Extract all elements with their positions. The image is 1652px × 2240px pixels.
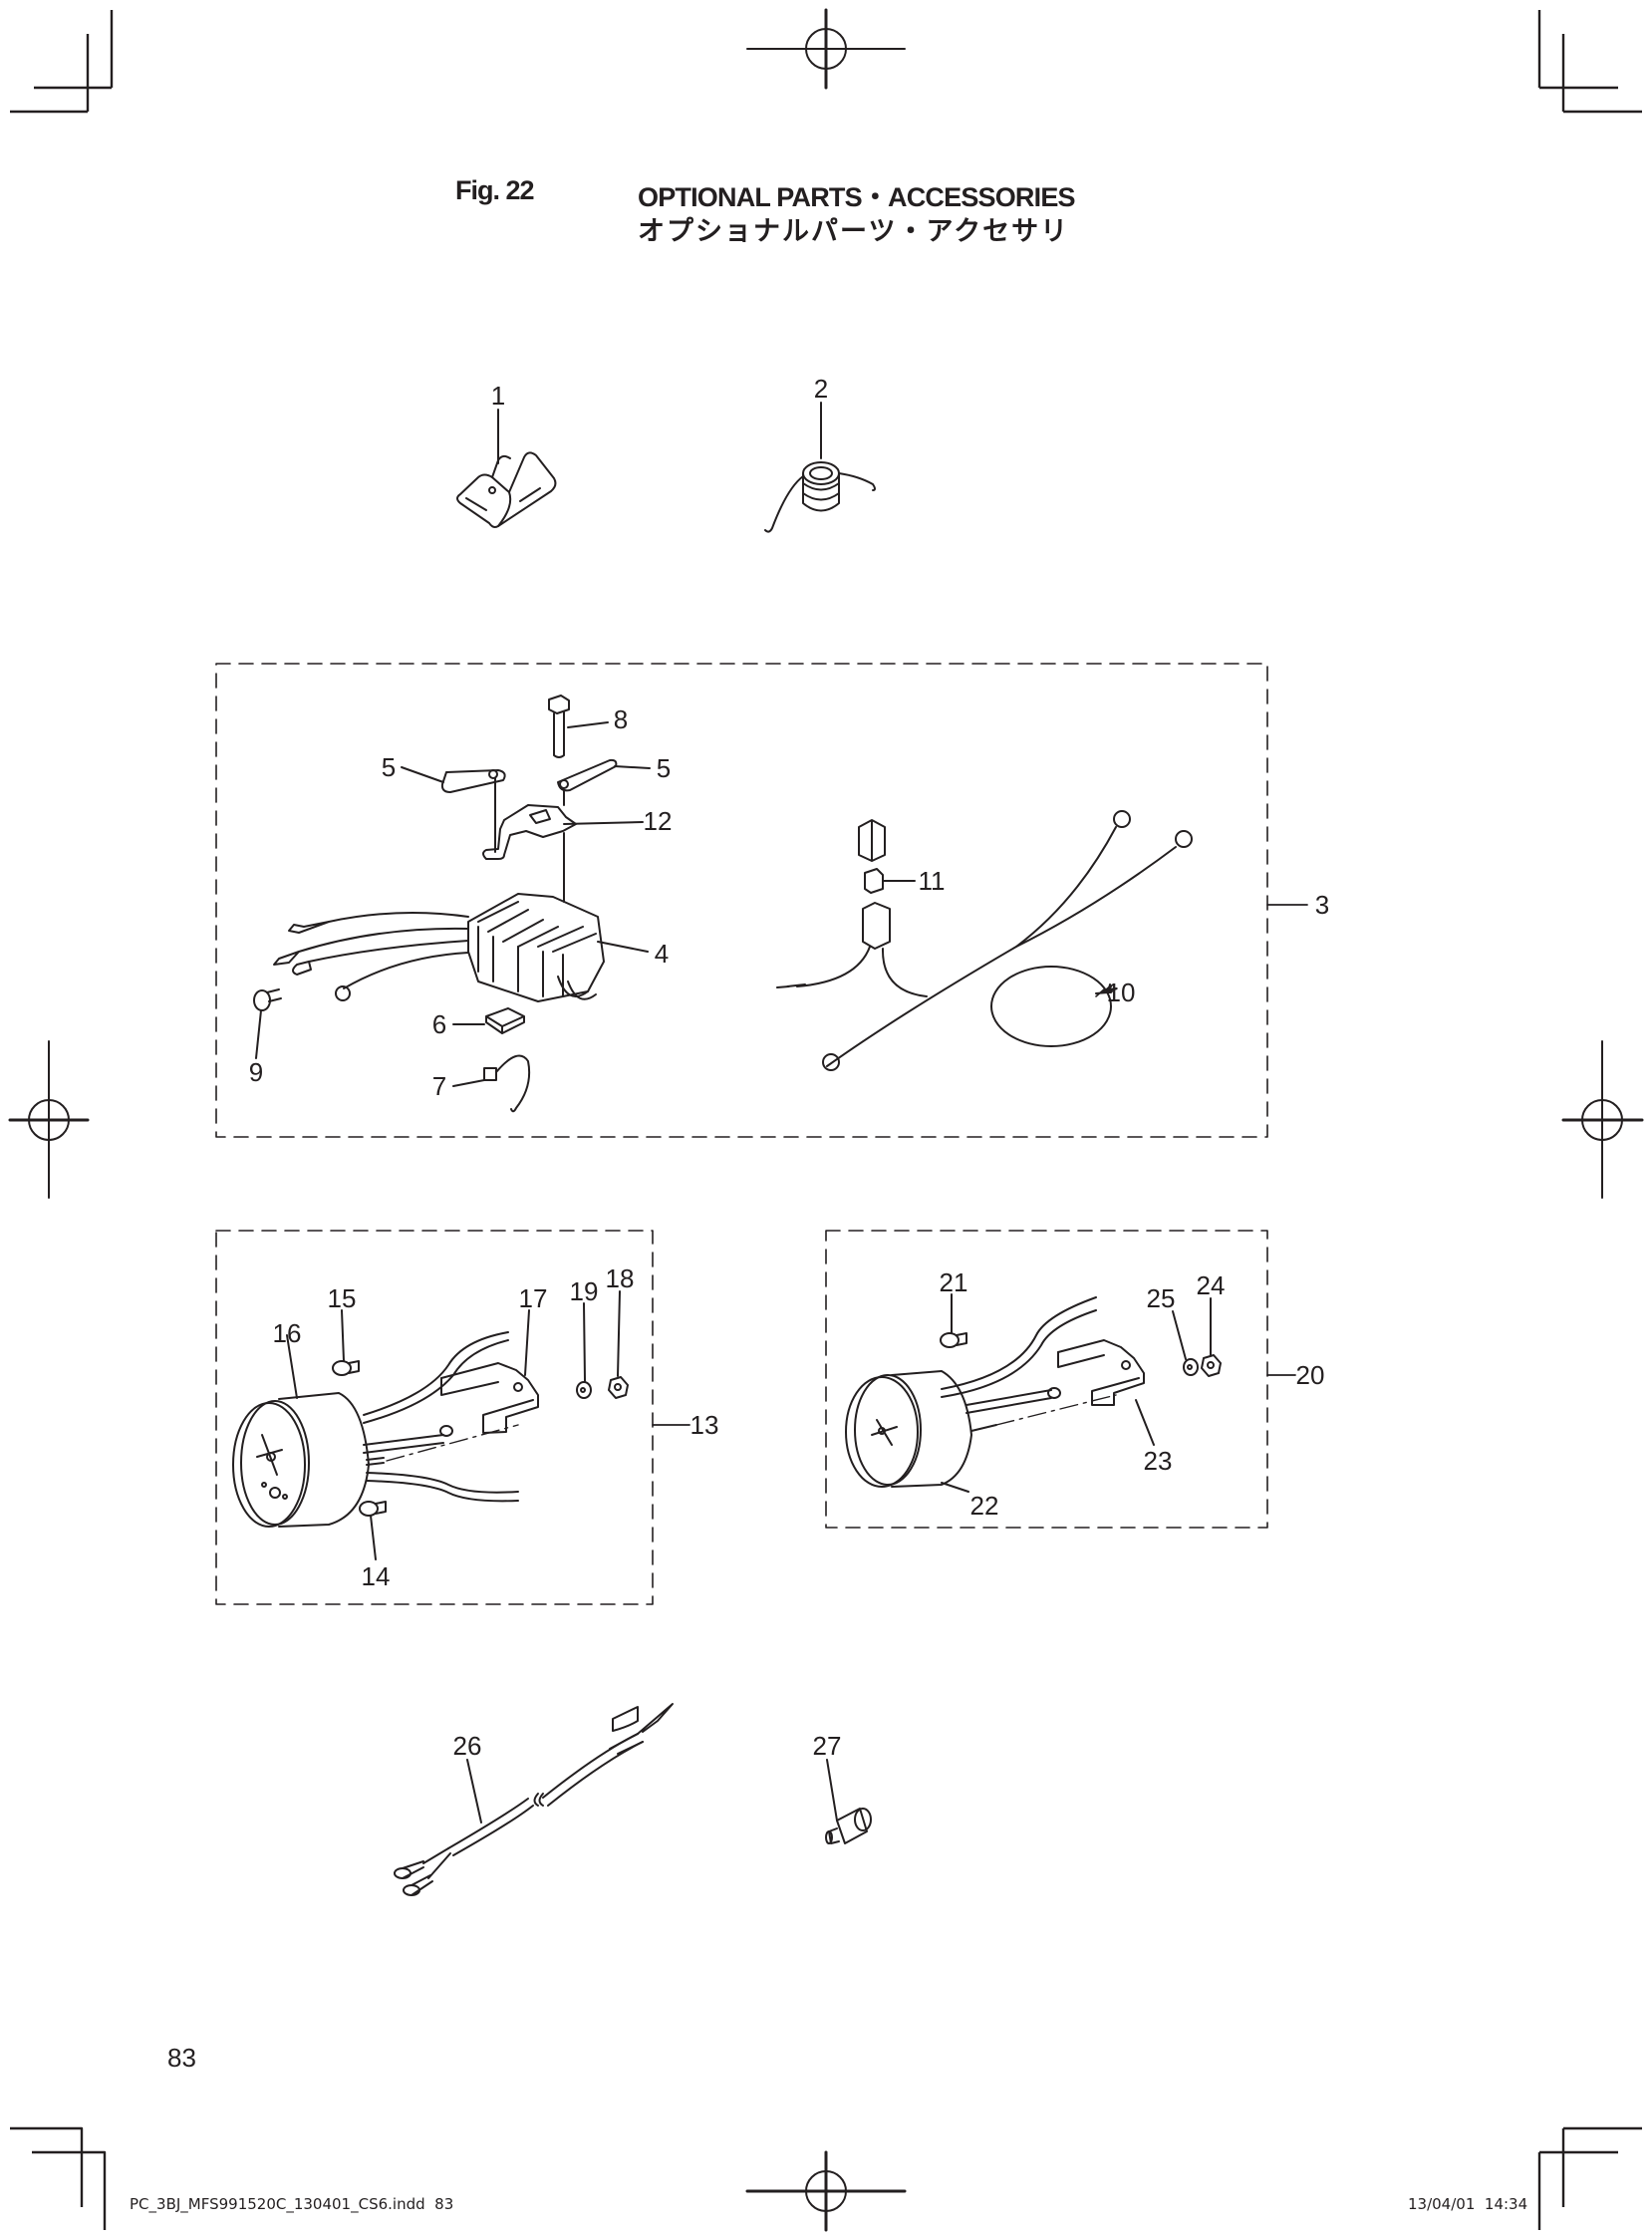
callout-20: 20 bbox=[1295, 1360, 1325, 1390]
callout-10: 10 bbox=[1106, 978, 1136, 1007]
callout-3: 3 bbox=[1314, 890, 1330, 920]
callout-16: 16 bbox=[272, 1318, 302, 1348]
group-box-13 bbox=[215, 1230, 654, 1605]
callout-21: 21 bbox=[939, 1267, 968, 1297]
part-21-bulb bbox=[940, 1293, 967, 1348]
callout-1: 1 bbox=[490, 381, 506, 411]
callout-11: 11 bbox=[918, 866, 946, 896]
part-8-bolt bbox=[548, 695, 609, 758]
callout-7: 7 bbox=[431, 1071, 447, 1101]
registration-mark-right bbox=[1561, 1040, 1644, 1199]
callout-9: 9 bbox=[248, 1057, 264, 1087]
group-box-3 bbox=[215, 663, 1268, 1138]
callout-18: 18 bbox=[605, 1263, 635, 1293]
callout-26: 26 bbox=[452, 1731, 482, 1761]
part-22-gauge bbox=[845, 1296, 1117, 1493]
callout-13: 13 bbox=[689, 1410, 719, 1440]
registration-mark-left bbox=[8, 1040, 90, 1199]
part-11-fuse-and-holder bbox=[776, 819, 928, 997]
callout-22: 22 bbox=[969, 1491, 999, 1521]
callout-15: 15 bbox=[327, 1283, 357, 1313]
group-box-20 bbox=[825, 1230, 1268, 1529]
figure-number: Fig. 22 bbox=[455, 175, 535, 205]
part-19-washer bbox=[576, 1302, 592, 1399]
part-15-bulb bbox=[332, 1309, 360, 1376]
callout-27: 27 bbox=[812, 1731, 842, 1761]
part-14-bulb bbox=[359, 1501, 387, 1560]
callout-19: 19 bbox=[569, 1276, 599, 1306]
callout-5a: 5 bbox=[381, 752, 397, 782]
callout-23: 23 bbox=[1143, 1446, 1173, 1476]
part-27-adapter bbox=[825, 1759, 872, 1844]
callout-6: 6 bbox=[431, 1009, 447, 1039]
part-18-nut bbox=[608, 1290, 629, 1399]
callout-24: 24 bbox=[1196, 1270, 1226, 1300]
part-2-coil-spring bbox=[764, 402, 876, 533]
part-1-cover-pad bbox=[456, 409, 557, 528]
part-23-gauge-bracket bbox=[1057, 1339, 1155, 1446]
part-10-wire-harness bbox=[822, 810, 1193, 1071]
registration-mark-top bbox=[746, 8, 906, 90]
part-7-fuse-holder-clip bbox=[452, 1054, 531, 1113]
part-4-rectifier-regulator bbox=[273, 893, 649, 1002]
figure-title-jp: オプショナルパーツ・アクセサリ bbox=[638, 216, 1070, 247]
registration-mark-bottom bbox=[745, 2150, 907, 2232]
footer-timestamp: 13/04/01 14:34 bbox=[1408, 2195, 1528, 2213]
footer-filename: PC_3BJ_MFS991520C_130401_CS6.indd 83 bbox=[130, 2195, 454, 2213]
callout-2: 2 bbox=[813, 374, 829, 404]
part-9-screw-plug bbox=[253, 988, 282, 1059]
callout-4: 4 bbox=[654, 939, 670, 969]
part-24-nut bbox=[1201, 1297, 1222, 1377]
part-16-tachometer bbox=[232, 1331, 519, 1528]
part-5-lead-strap-left bbox=[401, 766, 506, 853]
callout-12: 12 bbox=[643, 806, 673, 836]
page-number: 83 bbox=[167, 2043, 196, 2073]
callout-14: 14 bbox=[361, 1561, 391, 1591]
part-5-lead-strap-right bbox=[557, 758, 651, 806]
part-6-grommet bbox=[452, 1007, 525, 1034]
part-12-bracket bbox=[482, 804, 644, 903]
part-26-lead-wire bbox=[394, 1703, 674, 1896]
callout-5b: 5 bbox=[656, 753, 672, 783]
crop-marks bbox=[10, 10, 1642, 2230]
figure-title-en: OPTIONAL PARTS・ACCESSORIES bbox=[638, 182, 1076, 212]
callout-8: 8 bbox=[613, 704, 629, 734]
part-17-gauge-bracket bbox=[440, 1309, 539, 1434]
callout-17: 17 bbox=[518, 1283, 548, 1313]
callout-25: 25 bbox=[1146, 1283, 1176, 1313]
part-25-washer bbox=[1172, 1310, 1199, 1376]
